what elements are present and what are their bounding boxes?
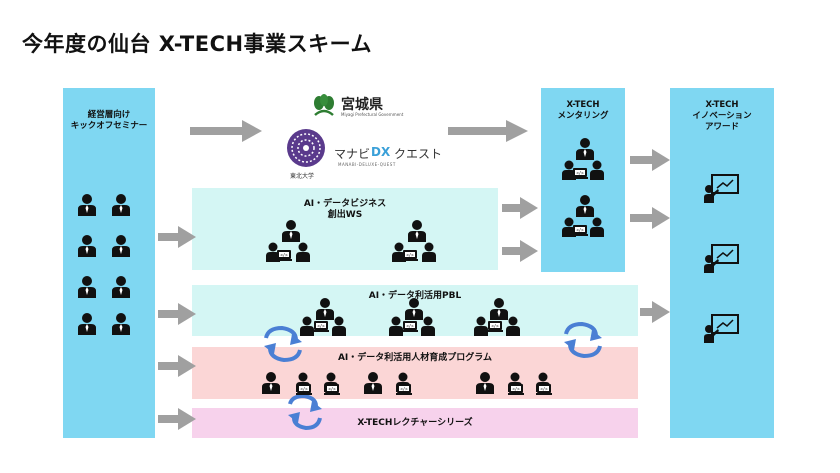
tohoku-name: 東北大学 (290, 173, 315, 180)
miyagi-emblem-icon (314, 94, 334, 116)
kickoff-person (112, 313, 130, 335)
manabi-name-a: マナビ (334, 147, 371, 161)
kickoff-person (78, 276, 96, 298)
kickoff-person (78, 313, 96, 335)
ws-group (392, 220, 436, 262)
manabi-name-b: DX (371, 145, 391, 159)
manabi-dx-quest-logo: マナビ DX クエスト MANABI-DELUXE-QUEST (334, 145, 444, 175)
lecture-series-band: X-TECHレクチャーシリーズ (192, 408, 638, 438)
award-label-1: X-TECH (705, 100, 739, 110)
pbl-group (474, 298, 520, 336)
tohoku-university-logo: 東北大学 (282, 128, 330, 184)
arrow-left-to-pbl (158, 303, 196, 325)
pbl-group (300, 298, 346, 336)
tohoku-emblem-icon (287, 129, 325, 167)
arrow-left-to-hr (158, 355, 196, 377)
arrow-logos-to-mentoring (448, 120, 528, 142)
award-label-3: アワード (704, 122, 739, 132)
arrow-left-to-lecture (158, 408, 196, 430)
pbl-label: AI・データ利活用PBL (368, 291, 462, 301)
ws-label-2: 創出WS (327, 210, 363, 220)
miyagi-logo: 宮城県 Miyagi Prefectural Government (311, 93, 411, 123)
hr-program-worker (508, 372, 524, 395)
mentoring-group (562, 195, 604, 237)
hr-program-person (476, 372, 494, 394)
ai-data-business-ws-band: AI・データビジネス 創出WS (192, 188, 498, 270)
mentoring-label-2: メンタリング (557, 111, 609, 121)
miyagi-name: 宮城県 (341, 97, 383, 113)
arrow-ws-to-mentoring-1 (502, 197, 538, 219)
kickoff-seminar-column: 経営層向け キックオフセミナー (63, 88, 155, 438)
arrow-ws-to-mentoring-2 (502, 240, 538, 262)
arrow-mentoring-to-award-1 (630, 149, 670, 171)
cycle-icon-right (564, 321, 602, 359)
award-label-2: イノベーション (692, 111, 752, 121)
kickoff-seminar-label-1: 経営層向け (87, 110, 131, 120)
cycle-icon-bottom (288, 393, 322, 431)
arrow-left-to-ws (158, 226, 196, 248)
mentoring-column: X-TECH メンタリング (541, 88, 625, 272)
miyagi-sub: Miyagi Prefectural Government (341, 112, 404, 117)
hr-program-person (364, 372, 382, 394)
pbl-group (389, 298, 435, 336)
mentoring-label-1: X-TECH (566, 100, 600, 110)
hr-program-worker (396, 372, 412, 395)
lecture-series-label: X-TECHレクチャーシリーズ (357, 418, 473, 428)
hr-program-worker (324, 372, 340, 395)
kickoff-person (78, 235, 96, 257)
kickoff-seminar-label-2: キックオフセミナー (70, 121, 148, 131)
hr-program-worker (296, 372, 312, 395)
mentoring-group (562, 138, 604, 180)
ws-group (266, 220, 310, 262)
ws-label-1: AI・データビジネス (303, 199, 387, 209)
award-presenter-icon (703, 314, 739, 344)
kickoff-person (112, 276, 130, 298)
kickoff-person (112, 194, 130, 216)
manabi-sub: MANABI-DELUXE-QUEST (338, 162, 396, 167)
kickoff-person (78, 194, 96, 216)
manabi-name-c: クエスト (394, 147, 443, 161)
award-presenter-icon (703, 244, 739, 274)
arrow-kickoff-to-logos (190, 120, 262, 142)
hr-program-person (262, 372, 280, 394)
cycle-icon-left (264, 325, 302, 363)
award-presenter-icon (703, 174, 739, 204)
page-title: 今年度の仙台 X-TECH事業スキーム (22, 32, 372, 56)
arrow-mentoring-to-award-2 (630, 207, 670, 229)
arrow-pbl-to-award (640, 301, 670, 323)
hr-program-band: AI・データ利活用人材育成プログラム (192, 347, 638, 399)
kickoff-person (112, 235, 130, 257)
hr-program-label: AI・データ利活用人材育成プログラム (337, 353, 493, 363)
hr-program-worker (536, 372, 552, 395)
